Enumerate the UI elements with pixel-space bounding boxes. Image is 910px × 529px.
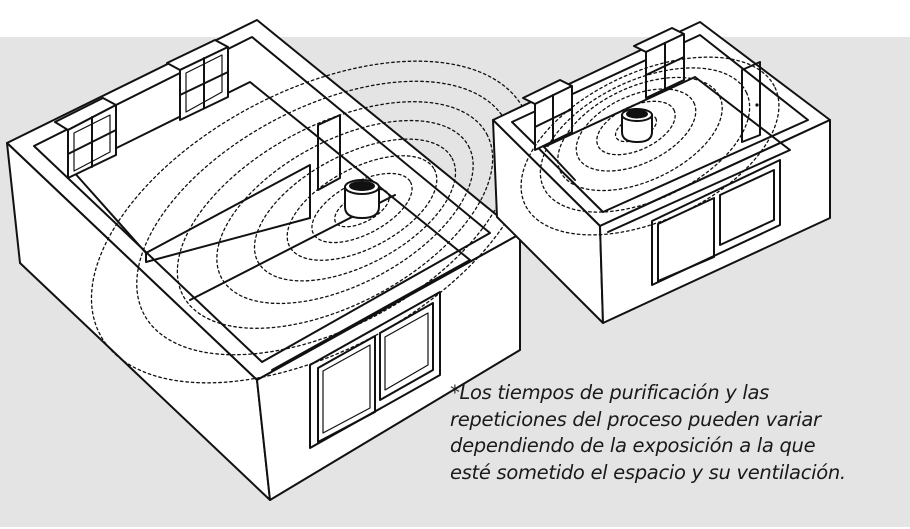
small-room-floor-edge <box>543 146 576 181</box>
small-room <box>492 21 831 324</box>
note-line: esté sometido el espacio y su ventilació… <box>450 460 846 484</box>
large-room-partition-b <box>145 164 311 254</box>
small-room-door <box>741 61 761 143</box>
small-room-waves <box>520 56 780 236</box>
large-room-partition-c <box>145 217 311 263</box>
note-line: repeticiones del proceso pueden variar <box>450 407 821 431</box>
small-room-inner-rim <box>511 34 809 213</box>
small-room-window-2 <box>633 27 685 99</box>
large-room-partition-a <box>71 169 147 254</box>
large-room-purifier <box>344 179 380 219</box>
large-room-window-2 <box>166 39 229 121</box>
note-line: *Los tiempos de purificación y las <box>450 381 770 404</box>
note-line: dependiendo de la exposición a la que <box>450 434 816 457</box>
purification-note: *Los tiempos de purificación y las repet… <box>450 380 905 486</box>
large-room <box>6 19 534 501</box>
large-room-front-window <box>309 291 441 449</box>
large-room-floor <box>71 81 471 371</box>
large-room-window-1 <box>54 97 117 179</box>
small-room-purifier <box>621 108 653 143</box>
